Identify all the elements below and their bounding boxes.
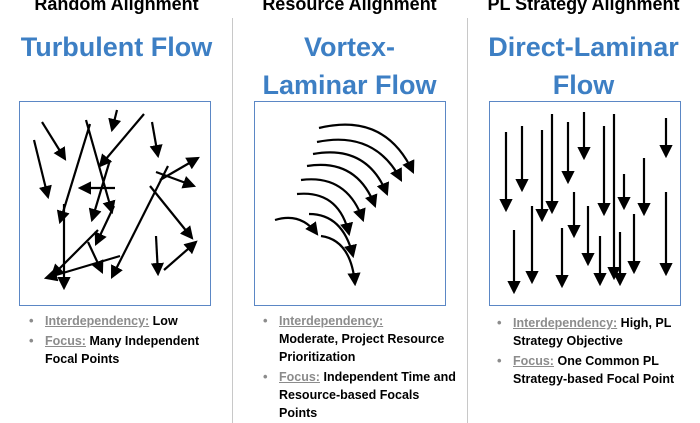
bullet-focus: Focus: One Common PL Strategy-based Foca…: [493, 352, 693, 388]
flow-title-vortex-laminar: Vortex-Laminar Flow: [262, 32, 437, 100]
bullet-interdependency: Interdependency: High, PL Strategy Objec…: [493, 314, 693, 350]
column-random-alignment: Random Alignment Turbulent Flow: [0, 0, 233, 423]
bullet-focus: Focus: Independent Time and Resource-bas…: [259, 368, 459, 422]
turbulent-flow-diagram: [19, 101, 211, 306]
bullet-list-laminar: Interdependency: High, PL Strategy Objec…: [493, 314, 693, 390]
bullet-list-turbulent: Interdependency: Low Focus: Many Indepen…: [25, 312, 225, 370]
laminar-arrows: [499, 112, 673, 295]
bullet-list-vortex: Interdependency:Moderate, Project Resour…: [259, 312, 459, 423]
flow-title-turbulent: Turbulent Flow: [20, 32, 213, 62]
column-pl-strategy-alignment: PL Strategy Alignment Direct-Laminar Flo…: [467, 0, 700, 423]
bullet-focus: Focus: Many Independent Focal Points: [25, 332, 225, 368]
direct-laminar-flow-diagram: [489, 101, 681, 306]
turbulent-arrows: [32, 109, 200, 291]
vortex-laminar-flow-diagram: [254, 101, 446, 306]
column-divider: [467, 18, 468, 423]
vortex-arrows: [274, 123, 415, 287]
heading-resource-alignment: Resource Alignment: [262, 0, 437, 14]
heading-pl-strategy-alignment: PL Strategy Alignment: [487, 0, 680, 14]
bullet-interdependency: Interdependency:Moderate, Project Resour…: [259, 312, 459, 366]
bullet-interdependency: Interdependency: Low: [25, 312, 225, 330]
heading-random-alignment: Random Alignment: [34, 0, 199, 14]
column-resource-alignment: Resource Alignment Vortex-Laminar Flow: [233, 0, 466, 423]
column-divider: [232, 18, 233, 423]
flow-title-direct-laminar: Direct-Laminar Flow: [488, 32, 679, 100]
